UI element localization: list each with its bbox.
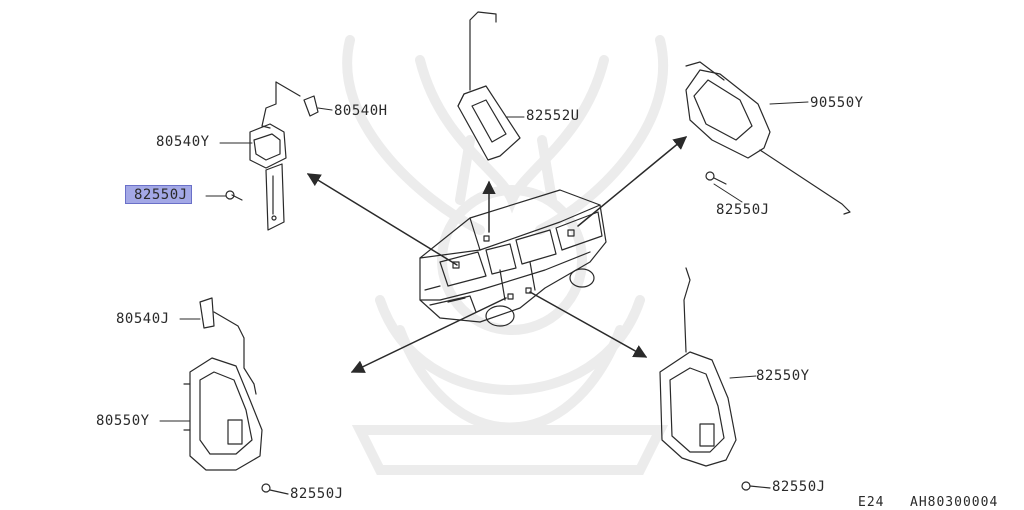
part-actuator xyxy=(685,61,851,215)
part-label-80540y[interactable]: 80540Y xyxy=(156,134,210,150)
van-illustration xyxy=(419,189,607,327)
leader-lines xyxy=(159,101,809,422)
part-rear-upper-lock xyxy=(225,81,319,231)
part-label-80540j[interactable]: 80540J xyxy=(116,311,170,327)
watermark-emblem xyxy=(342,35,669,475)
part-control-unit xyxy=(457,11,521,161)
part-label-82550j-right[interactable]: 82550J xyxy=(716,202,770,218)
part-slide-door-lock xyxy=(659,267,771,491)
arrow-to-rear-upper-lock xyxy=(306,173,458,266)
part-label-82552u[interactable]: 82552U xyxy=(526,108,580,124)
part-label-80550y[interactable]: 80550Y xyxy=(96,413,150,429)
location-arrows xyxy=(306,136,688,373)
part-label-82550j-highlighted[interactable]: 82550J xyxy=(125,185,192,204)
part-label-82550j-bottom-right[interactable]: 82550J xyxy=(772,479,826,495)
part-label-82550j-bottom-left[interactable]: 82550J xyxy=(290,486,344,502)
arrow-to-front-door-lock xyxy=(350,297,507,373)
part-label-80540h[interactable]: 80540H xyxy=(334,103,388,119)
part-front-door-lock xyxy=(183,297,289,495)
part-label-82550y[interactable]: 82550Y xyxy=(756,368,810,384)
section-code: E24 xyxy=(858,495,885,510)
part-label-90550y[interactable]: 90550Y xyxy=(810,95,864,111)
illustration-id: AH80300004 xyxy=(910,495,999,510)
arrow-to-actuator xyxy=(577,136,688,227)
arrow-to-slide-door-lock xyxy=(529,291,648,358)
